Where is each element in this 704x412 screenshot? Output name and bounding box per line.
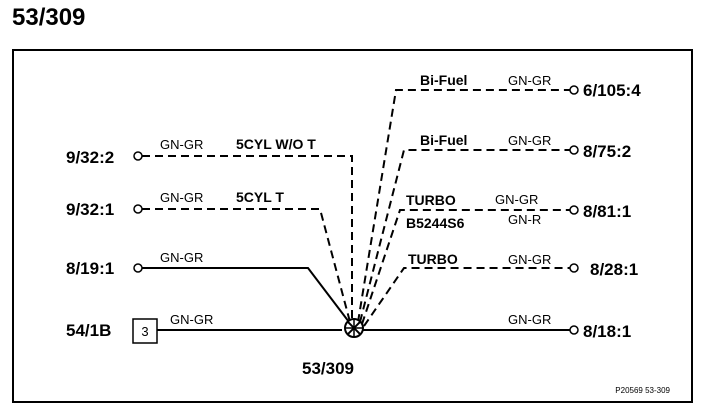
terminal-label: 9/32:1 <box>66 200 114 219</box>
wire-solid <box>142 267 350 323</box>
wire-dashed <box>363 267 570 327</box>
terminal-pin <box>133 263 143 273</box>
wire-color-label: GN-GR <box>160 250 203 265</box>
wire-color-label: GN-GR <box>160 137 203 152</box>
terminal-pin <box>569 85 579 95</box>
wire-color-label: GN-GR <box>170 312 213 327</box>
wire-color-label-2: GN-R <box>508 212 541 227</box>
page-title: 53/309 <box>12 4 86 31</box>
wire-color-label: GN-GR <box>160 190 203 205</box>
terminal-label: 9/32:2 <box>66 148 114 167</box>
terminal-pin <box>569 145 579 155</box>
terminal-pin <box>133 151 143 161</box>
wire-dashed <box>357 89 570 323</box>
variant-label: Bi-Fuel <box>420 72 467 88</box>
variant-label: TURBO <box>408 251 458 267</box>
connection-8-18-1: GN-GR 8/18:1 <box>362 312 631 341</box>
wire-dashed <box>361 209 570 325</box>
wire-dashed <box>142 208 351 323</box>
connection-9-32-1: 9/32:1 GN-GR 5CYL T <box>66 189 351 323</box>
terminal-label: 8/19:1 <box>66 259 114 278</box>
diagram-frame <box>12 49 693 403</box>
terminal-pin <box>133 204 143 214</box>
splice-point-icon <box>344 318 364 338</box>
terminal-pin <box>569 325 579 335</box>
wire-color-label: GN-GR <box>508 252 551 267</box>
connection-8-81-1: TURBO B5244S6 GN-GR GN-R 8/81:1 <box>361 192 631 325</box>
terminal-label: 6/105:4 <box>583 81 641 100</box>
terminal-label: 8/75:2 <box>583 142 631 161</box>
wire-color-label: GN-GR <box>508 73 551 88</box>
connection-9-32-2: 9/32:2 GN-GR 5CYL W/O T <box>66 136 353 325</box>
terminal-label: 8/28:1 <box>590 260 638 279</box>
variant-label: 5CYL T <box>236 189 284 205</box>
variant-label: 5CYL W/O T <box>236 136 316 152</box>
splice-label: 53/309 <box>302 359 354 378</box>
wire-color-label: GN-GR <box>495 192 538 207</box>
wire-dashed <box>359 149 570 323</box>
variant-label: Bi-Fuel <box>420 132 467 148</box>
terminal-pin <box>569 263 579 273</box>
wire-color-label: GN-GR <box>508 133 551 148</box>
wire-color-label: GN-GR <box>508 312 551 327</box>
terminal-label: 8/18:1 <box>583 322 631 341</box>
connection-8-19-1: 8/19:1 GN-GR <box>66 250 350 323</box>
terminal-pin <box>569 205 579 215</box>
figure-reference: P20569 53-309 <box>615 386 670 395</box>
connection-8-28-1: TURBO GN-GR 8/28:1 <box>363 251 638 327</box>
engine-code-label: B5244S6 <box>406 215 465 231</box>
connector-box-number: 3 <box>141 324 148 339</box>
terminal-label: 8/81:1 <box>583 202 631 221</box>
connector-box <box>132 318 158 344</box>
wire-dashed <box>142 155 353 325</box>
variant-label: TURBO <box>406 192 456 208</box>
terminal-label: 54/1B <box>66 321 111 340</box>
connection-6-105-4: Bi-Fuel GN-GR 6/105:4 <box>357 72 641 323</box>
connection-8-75-2: Bi-Fuel GN-GR 8/75:2 <box>359 132 631 323</box>
connection-54-1b: 54/1B 3 GN-GR <box>66 312 342 344</box>
